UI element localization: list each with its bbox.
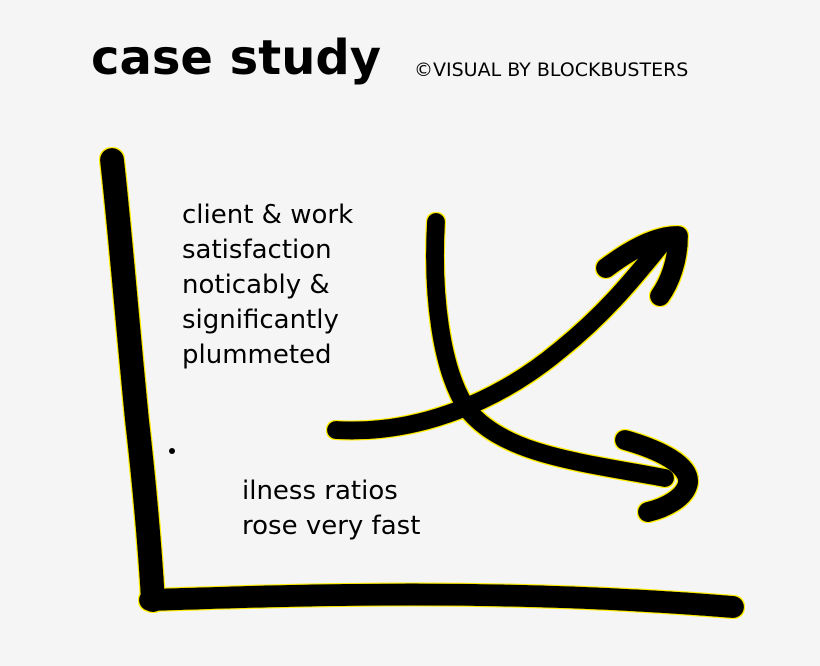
annotation-line: satisfaction [182,235,332,265]
rising-arrowhead [596,226,688,306]
annotation-line: noticably & [182,270,330,300]
illness-annotation: ilness ratios rose very fast [242,474,420,544]
annotation-line: ilness ratios [242,476,398,506]
annotation-line: rose very fast [242,511,421,541]
satisfaction-annotation: client & work satisfaction noticably & s… [182,198,353,373]
credit-text: ©VISUAL BY BLOCKBUSTERS [414,59,689,81]
falling-arrowhead [615,430,698,522]
annotation-line: client & work [182,200,354,230]
annotation-line: significantly [182,305,339,335]
rising-curve-stroke [327,231,674,440]
x-axis-stroke [139,583,744,618]
axis-tick-mark [169,448,175,454]
y-axis-stroke [100,148,165,612]
page-title: case study [91,30,382,86]
annotation-line: plummeted [182,340,332,370]
